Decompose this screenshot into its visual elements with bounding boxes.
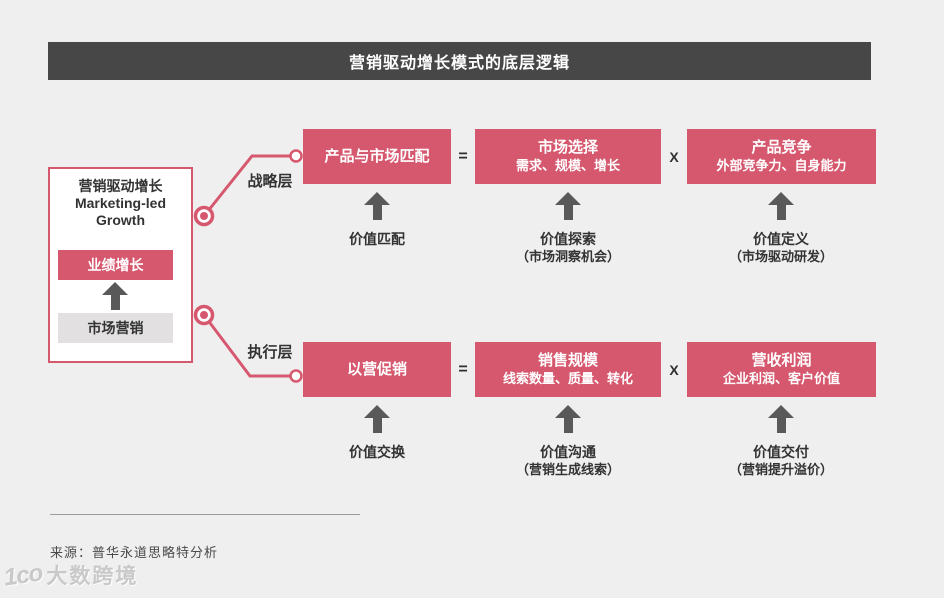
performance-growth-label: 业绩增长 [87,257,144,273]
arrow-head [102,282,128,295]
outcome-box: 以营促销 [303,342,451,397]
value-note: （市场洞察机会） [515,249,620,264]
value-text: 价值匹配 [349,231,405,247]
up-arrow-icon [555,192,581,220]
performance-growth-box: 业绩增长 [58,250,173,280]
title-bar: 营销驱动增长模式的底层逻辑 [48,42,871,80]
equals-operator: = [458,147,468,165]
times-operator: X [669,361,679,378]
factor2-detail: 企业利润、客户价值 [722,371,840,386]
factor1-detail: 需求、规模、增长 [515,158,620,173]
arrow-head [364,192,390,205]
strategic-node-dot-icon [200,212,208,220]
up-arrow-icon [768,192,794,220]
execution-node-dot-icon [200,311,208,319]
arrow-head [364,405,390,418]
factor2-box: 营收利润 企业利润、客户价值 [687,342,876,397]
value-text: 价值探索 [540,231,596,247]
factor2-detail: 外部竞争力、自身能力 [716,158,847,173]
up-arrow-icon [768,405,794,433]
value-note: （市场驱动研发） [728,249,833,264]
outcome-box: 产品与市场匹配 [303,129,451,184]
value-text: 价值交换 [349,444,405,460]
panel-title: 营销驱动增长 Marketing-led Growth [50,178,191,229]
value-label-1: 价值交换 [267,443,487,461]
execution-layer-label: 执行层 [247,344,293,361]
factor1-detail: 线索数量、质量、转化 [502,371,633,386]
factor2-title: 营收利润 [751,352,812,369]
value-label-3: 价值定义 （市场驱动研发） [671,230,891,266]
execution-endpoint-icon [289,369,303,383]
source-text: 来源：普华永道思略特分析 [50,545,219,560]
value-note: （营销生成线索） [515,462,620,477]
watermark-text: 大数跨境 [46,565,139,588]
factor1-title: 销售规模 [537,352,598,369]
arrow-stem [563,418,573,433]
arrow-stem [563,205,573,220]
value-text: 价值沟通 [540,444,596,460]
page-title: 营销驱动增长模式的底层逻辑 [348,55,570,72]
marketing-label: 市场营销 [87,320,144,336]
up-arrow-icon [364,405,390,433]
value-label-3: 价值交付 （营销提升溢价） [671,443,891,479]
arrow-stem [776,418,786,433]
arrow-head [555,405,581,418]
up-arrow-icon [102,282,128,310]
value-label-2: 价值探索 （市场洞察机会） [458,230,678,266]
times-operator: X [669,148,679,165]
equals-operator: = [458,360,468,378]
panel-title-en-2: Growth [96,212,145,228]
value-label-2: 价值沟通 （营销生成线索） [458,443,678,479]
arrow-stem [110,295,120,310]
strategic-layer-label: 战略层 [247,173,293,190]
watermark-logo: 1co 大数跨境 [2,559,139,592]
value-text: 价值交付 [753,444,809,460]
factor2-box: 产品竞争 外部竞争力、自身能力 [687,129,876,184]
value-note: （营销提升溢价） [728,462,833,477]
execution-node-icon [193,304,215,326]
factor1-box: 市场选择 需求、规模、增长 [475,129,661,184]
outcome-label: 以营促销 [346,361,407,378]
value-label-1: 价值匹配 [267,230,487,248]
arrow-head [768,405,794,418]
factor2-title: 产品竞争 [751,139,812,156]
arrow-stem [372,418,382,433]
marketing-box: 市场营销 [58,313,173,343]
factor1-title: 市场选择 [537,139,598,156]
strategic-node-icon [193,205,215,227]
footer-divider [50,514,360,515]
arrow-stem [776,205,786,220]
value-text: 价值定义 [753,231,809,247]
arrow-head [768,192,794,205]
up-arrow-icon [364,192,390,220]
up-arrow-icon [555,405,581,433]
factor1-box: 销售规模 线索数量、质量、转化 [475,342,661,397]
arrow-stem [372,205,382,220]
arrow-head [555,192,581,205]
strategic-endpoint-icon [289,149,303,163]
panel-title-cn: 营销驱动增长 [78,178,163,194]
marketing-led-growth-panel: 营销驱动增长 Marketing-led Growth 业绩增长 市场营销 [48,167,193,363]
panel-title-en-1: Marketing-led [74,195,166,211]
logo-100-icon: 1co [2,559,44,592]
outcome-label: 产品与市场匹配 [324,148,430,165]
